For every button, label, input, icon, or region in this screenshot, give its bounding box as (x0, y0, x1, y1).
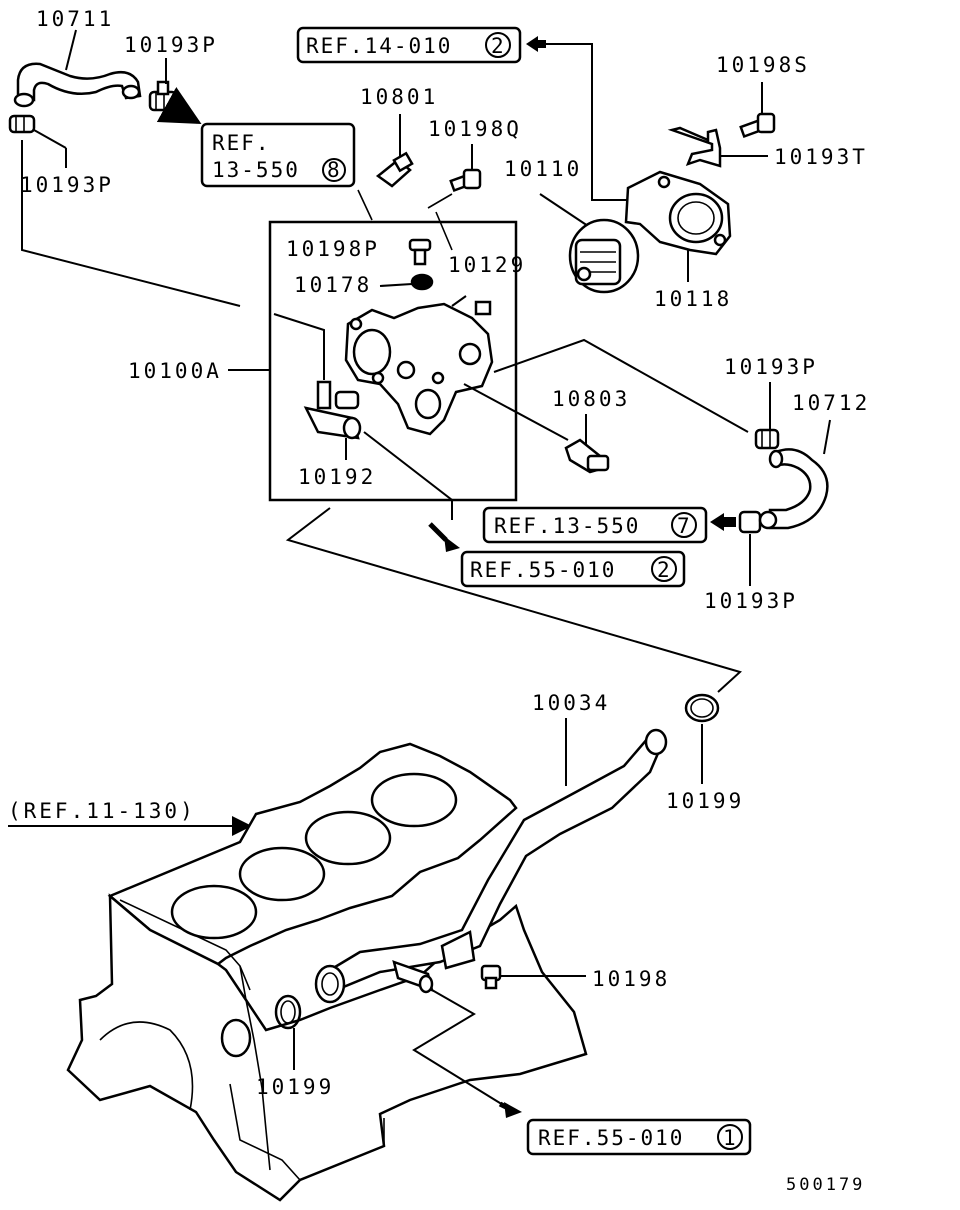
label-10193t: 10193T (774, 145, 868, 169)
ref-13-550-7-text: REF.13-550 (494, 514, 640, 538)
ref-14-010-2-text: REF.14-010 (306, 34, 452, 58)
label-10199-a: 10199 (666, 789, 744, 813)
gasket-10178 (410, 273, 434, 291)
label-10199-b: 10199 (256, 1075, 334, 1099)
label-10198s: 10198S (716, 53, 810, 77)
ref-55-010-1[interactable]: REF.55-010 1 (526, 1118, 752, 1156)
clamp-10193p-d (738, 510, 778, 534)
ref-55-010-1-num: 1 (723, 1126, 738, 1150)
hose-10712 (768, 448, 829, 530)
label-10178: 10178 (294, 273, 372, 297)
label-10198: 10198 (592, 967, 670, 991)
pipe-10192 (303, 380, 362, 440)
ref-13-550-8-line1: REF. (212, 131, 271, 155)
ref-13-550-8-num: 8 (327, 158, 342, 182)
ref-13-550-7[interactable]: REF.13-550 7 (482, 506, 708, 544)
ref-14-010-2[interactable]: REF.14-010 2 (296, 26, 522, 64)
label-10193p-d: 10193P (704, 589, 798, 613)
ref-55-010-2-text: REF.55-010 (470, 558, 616, 582)
sensor-10803 (564, 438, 610, 474)
label-10712: 10712 (792, 391, 870, 415)
label-10193p-c: 10193P (724, 355, 818, 379)
bolt-10198p (408, 238, 432, 266)
label-10711: 10711 (36, 7, 114, 31)
label-10193p-a: 10193P (124, 33, 218, 57)
water-pipe-10034 (314, 728, 668, 1004)
label-10192: 10192 (298, 465, 376, 489)
o-ring-10199-b (274, 994, 302, 1030)
clamp-10193p-b (8, 114, 36, 134)
o-ring-10199-a (684, 693, 720, 723)
thermostat-housing-10118 (624, 170, 732, 256)
ref-14-010-2-num: 2 (491, 34, 506, 58)
bolt-10198s (739, 112, 776, 139)
thermostat-10110 (568, 218, 640, 294)
bracket-10193t (667, 126, 722, 168)
engine-block (66, 742, 588, 1202)
ref-13-550-7-num: 7 (677, 514, 692, 538)
ref-13-550-8[interactable]: REF. 13-550 8 (200, 122, 356, 188)
clamp-10193p-c (754, 428, 780, 450)
label-10803: 10803 (552, 387, 630, 411)
label-10198q: 10198Q (428, 117, 522, 141)
diagram-id: 500179 (786, 1175, 865, 1195)
label-10100a: 10100A (128, 359, 222, 383)
ref-55-010-2-num: 2 (657, 558, 672, 582)
ref-55-010-2[interactable]: REF.55-010 2 (460, 550, 686, 588)
label-10118: 10118 (654, 287, 732, 311)
label-10801: 10801 (360, 85, 438, 109)
sensor-10801 (375, 151, 414, 188)
hose-10711 (13, 62, 142, 108)
label-10110: 10110 (504, 157, 582, 181)
label-10198p: 10198P (286, 237, 380, 261)
bolt-10198q (449, 168, 482, 193)
ref-13-550-8-line2: 13-550 (212, 158, 300, 182)
bolt-10198 (480, 964, 502, 990)
water-outlet-10100a (344, 302, 494, 436)
label-10193p-b: 10193P (20, 173, 114, 197)
ref-55-010-1-text: REF.55-010 (538, 1126, 684, 1150)
label-ref-11-130[interactable]: (REF.11-130) (8, 799, 196, 823)
label-10129: 10129 (448, 253, 526, 277)
gasket-10129 (474, 300, 492, 316)
label-10034: 10034 (532, 691, 610, 715)
clamp-10193p-a (148, 80, 178, 112)
